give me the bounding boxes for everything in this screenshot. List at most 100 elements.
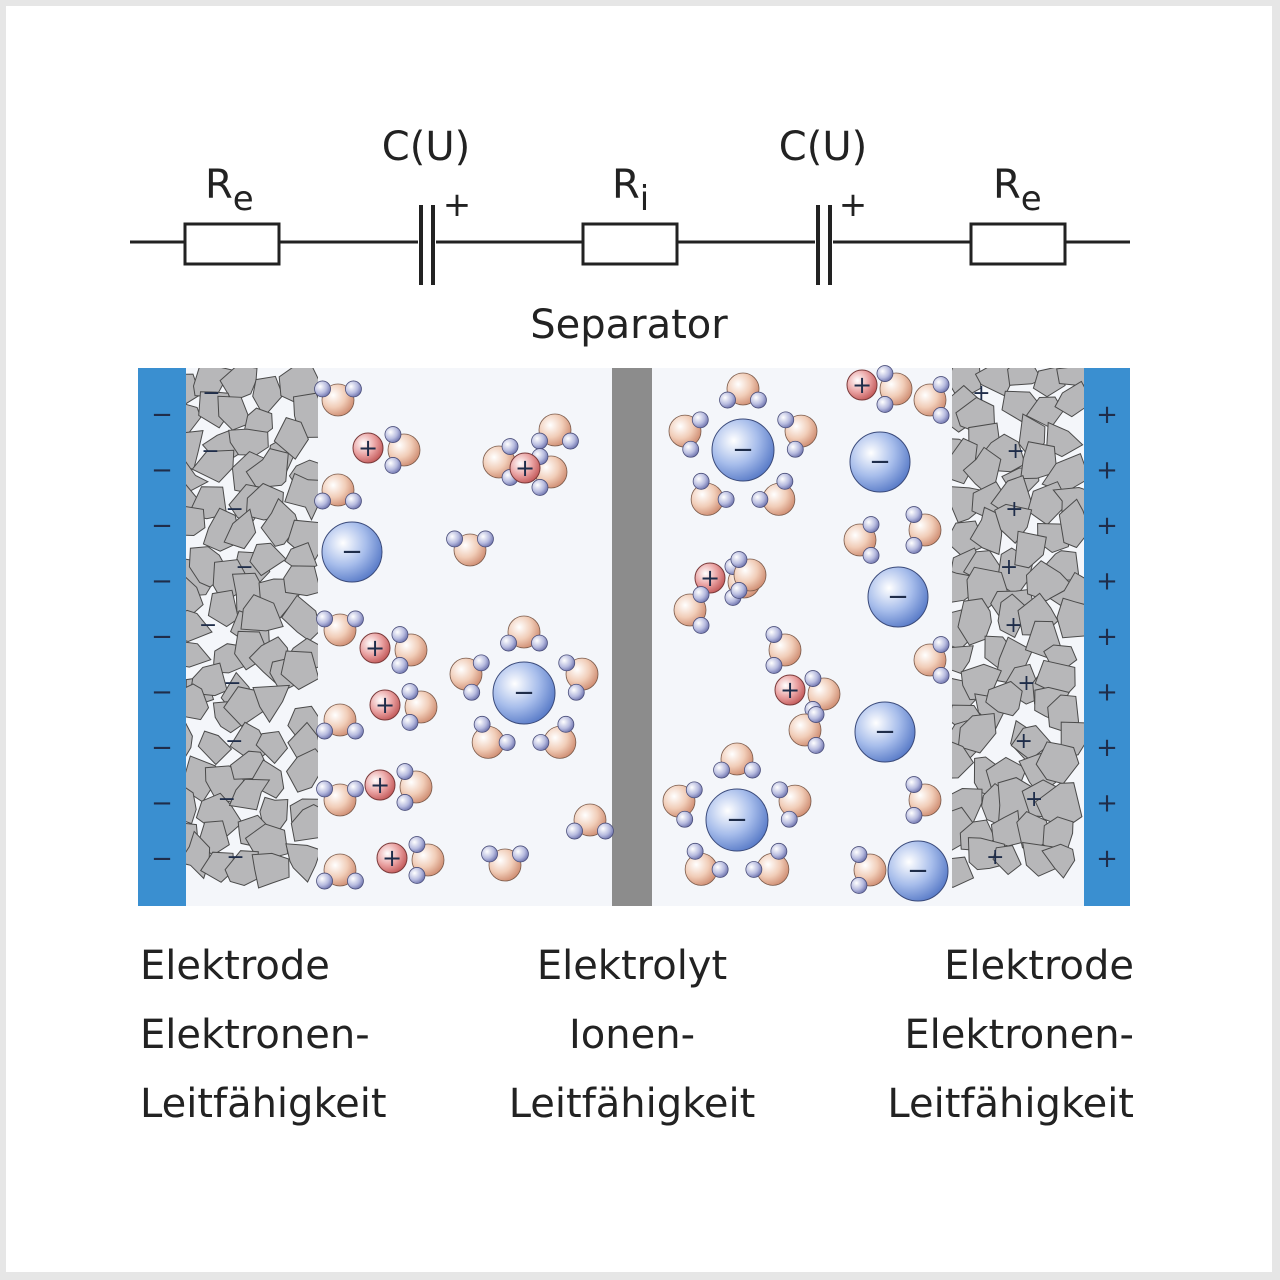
water-hydrogen <box>807 706 825 723</box>
electrode-left-sign: − <box>151 511 173 541</box>
carbon-charge-sign: + <box>1006 439 1024 464</box>
electrode-right-sign: + <box>1096 789 1118 819</box>
water-hydrogen <box>401 714 419 731</box>
water-molecule <box>531 448 568 496</box>
carbon-particle <box>952 741 975 779</box>
water-hydrogen <box>446 530 463 548</box>
water-hydrogen <box>316 610 333 628</box>
carbon-charge-sign: − <box>226 845 244 870</box>
capacitor-right-label: C(U) <box>779 124 867 170</box>
water-hydrogen <box>532 734 550 751</box>
water-hydrogen <box>850 877 868 894</box>
water-molecule <box>316 703 364 740</box>
carbon-particles-left: −−−−−−−−− <box>186 368 318 889</box>
water-hydrogen <box>682 440 700 458</box>
carbon-particle <box>992 844 1022 876</box>
water-hydrogen <box>932 636 950 653</box>
water-hydrogen <box>905 776 923 793</box>
carbon-charge-sign: + <box>972 381 990 406</box>
caption-left: Elektrode Elektronen- Leitfähigkeit <box>140 932 387 1139</box>
electrode-left <box>138 368 186 906</box>
carbon-particle <box>186 403 202 438</box>
water-molecule <box>662 781 703 828</box>
caption-middle-line-2: Ionen- <box>568 1012 695 1058</box>
water-molecule <box>684 842 729 886</box>
water-molecule <box>384 426 421 474</box>
water-hydrogen <box>780 810 798 828</box>
carbon-particle <box>197 730 233 766</box>
water-molecule <box>905 776 942 824</box>
water-molecule <box>566 803 614 840</box>
capacitor-right-polarity: + <box>839 185 868 225</box>
water-molecule <box>500 615 548 652</box>
electrode-right-sign: + <box>1096 622 1118 652</box>
resistor-right <box>969 222 1067 266</box>
carbon-charge-sign: − <box>199 613 217 638</box>
carbon-charge-sign: + <box>1004 613 1022 638</box>
water-hydrogen <box>691 411 709 429</box>
cation-sign: + <box>852 371 872 399</box>
resistor-left <box>183 222 281 266</box>
water-molecule <box>558 654 599 701</box>
water-hydrogen <box>786 440 804 458</box>
resistor-left-label: Re <box>205 162 254 219</box>
water-hydrogen <box>730 551 748 568</box>
water-hydrogen <box>751 491 769 508</box>
water-molecule <box>913 376 950 424</box>
anion-sign: − <box>513 678 535 708</box>
anion-sign: − <box>874 717 896 747</box>
water-hydrogen <box>347 872 364 890</box>
carbon-particle <box>957 598 992 646</box>
carbon-particle <box>186 506 206 537</box>
carbon-charge-sign: + <box>1005 497 1023 522</box>
carbon-particle <box>285 843 318 883</box>
water-hydrogen <box>531 479 549 496</box>
water-hydrogen <box>685 781 703 799</box>
water-molecule <box>788 706 825 754</box>
carbon-particle <box>245 448 289 489</box>
electrode-left-sign: − <box>151 733 173 763</box>
carbon-particle <box>952 856 975 888</box>
carbon-particles-right: +++++++++ <box>952 368 1084 888</box>
water-molecule <box>314 380 362 417</box>
carbon-particle <box>1025 560 1074 602</box>
carbon-charge-sign: − <box>202 381 220 406</box>
water-molecule <box>777 411 818 458</box>
caption-middle: Elektrolyt Ionen- Leitfähigkeit <box>509 932 756 1139</box>
water-hydrogen <box>557 715 575 733</box>
water-hydrogen <box>396 794 414 811</box>
cation <box>359 632 391 664</box>
water-molecule <box>449 654 490 701</box>
water-hydrogen <box>347 780 364 798</box>
water-hydrogen <box>692 617 710 634</box>
resistor-right-label: Re <box>993 162 1042 219</box>
water-hydrogen <box>316 872 333 890</box>
water-hydrogen <box>597 822 614 840</box>
caption-middle-line-1: Elektrolyt <box>536 943 728 989</box>
electrode-right-sign: + <box>1096 456 1118 486</box>
anion <box>849 431 911 493</box>
water-hydrogen <box>905 537 923 554</box>
water-hydrogen <box>804 670 822 687</box>
water-hydrogen <box>905 506 923 523</box>
water-hydrogen <box>314 492 331 510</box>
carbon-particle <box>985 680 1023 717</box>
water-hydrogen <box>384 457 402 474</box>
cation <box>364 769 396 801</box>
water-hydrogen <box>408 836 426 853</box>
water-hydrogen <box>408 867 426 884</box>
electrode-left-sign: − <box>151 400 173 430</box>
water-molecule <box>408 836 445 884</box>
water-hydrogen <box>744 761 761 779</box>
water-molecule <box>913 636 950 684</box>
carbon-particle <box>1020 441 1058 480</box>
electrode-left-sign: − <box>151 456 173 486</box>
water-hydrogen <box>862 516 880 533</box>
water-molecule <box>905 506 942 554</box>
water-hydrogen <box>477 530 494 548</box>
water-hydrogen <box>692 472 710 490</box>
water-hydrogen <box>562 432 579 450</box>
cation <box>774 674 806 706</box>
cation <box>846 369 878 401</box>
